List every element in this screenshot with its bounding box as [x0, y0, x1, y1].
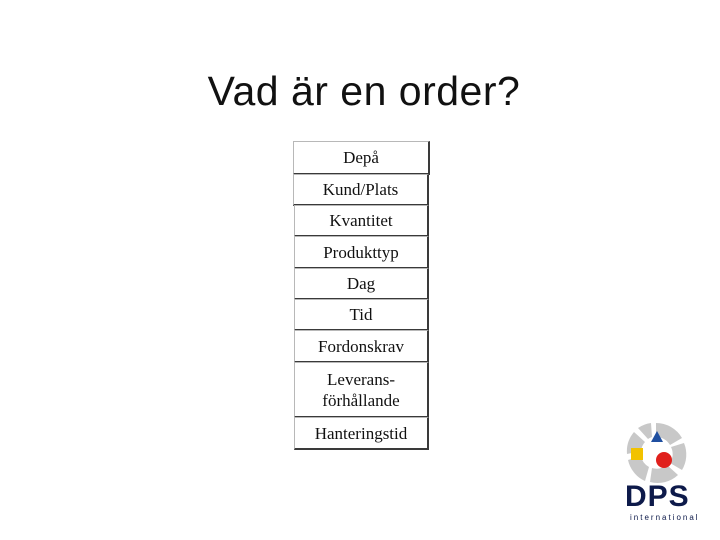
box-depa: Depå — [293, 141, 430, 175]
box-kund-plats: Kund/Plats — [293, 174, 429, 206]
logo-subtext: international — [630, 513, 700, 522]
box-label: Kvantitet — [329, 211, 393, 230]
box-label: Dag — [346, 274, 376, 293]
box-label: Depå — [343, 148, 379, 167]
box-label: Produkttyp — [323, 242, 399, 262]
box-label: Fordonskrav — [318, 336, 404, 356]
box-dag: Dag — [294, 268, 429, 300]
slide-title: Vad är en order? — [207, 68, 521, 114]
box-label: Hanteringstid — [314, 423, 408, 443]
box-produkttyp: Produkttyp — [294, 236, 429, 269]
dps-logo-icon — [626, 423, 687, 483]
box-label: Tid — [349, 305, 373, 324]
box-tid: Tid — [294, 299, 429, 331]
box-hanteringstid: Hanteringstid — [294, 417, 429, 450]
box-leveransforhallande: Leverans- förhållande — [294, 362, 429, 418]
logo-wordmark: DPS — [625, 480, 690, 513]
box-fordonskrav: Fordonskrav — [294, 330, 429, 363]
box-label: Kund/Plats — [322, 180, 399, 199]
box-kvantitet: Kvantitet — [294, 205, 429, 237]
box-label: Leverans- förhållande — [322, 369, 400, 410]
